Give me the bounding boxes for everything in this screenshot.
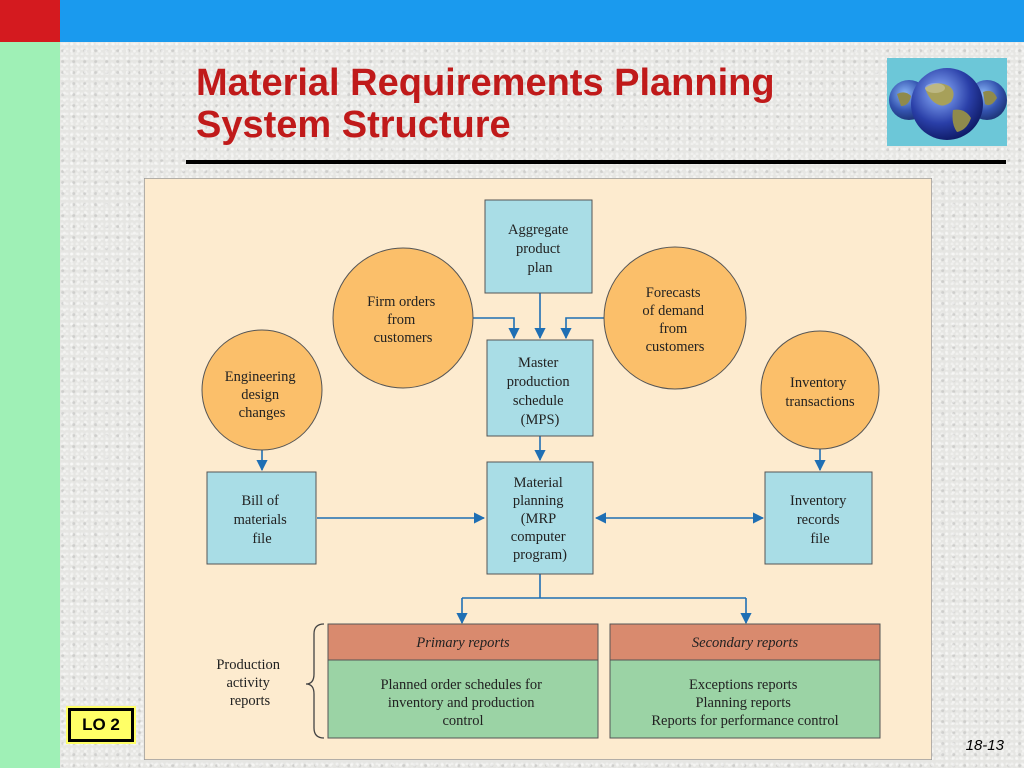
connector-lines — [256, 293, 826, 625]
slide-title-line-2: System Structure — [196, 104, 511, 146]
mrp-program-box: Material planning (MRP computer program) — [486, 461, 594, 575]
slide-title-line-1: Material Requirements Planning — [196, 62, 775, 104]
inventory-transactions-circle: Inventory transactions — [760, 330, 880, 450]
mps-box: Master production schedule (MPS) — [486, 339, 594, 437]
svg-text:Exceptions reports Plann: Exceptions reports Planning reports Repo… — [651, 677, 838, 729]
corner-square — [0, 0, 60, 42]
globe-icon — [887, 58, 1007, 146]
svg-text:Primary reports: Primary reports — [415, 635, 510, 651]
mrp-diagram: Aggregate product plan Firm orders from … — [144, 178, 932, 760]
secondary-reports-box: Secondary reports Exceptions reports Pla… — [609, 623, 881, 739]
slide-title: Material Requirements Planning System St… — [196, 62, 876, 146]
svg-text:Production activity: Production activity reports — [216, 657, 283, 709]
svg-text:Inventory records: Inventory records file — [790, 493, 850, 547]
svg-text:Bill of materials: Bill of materials file — [234, 493, 291, 547]
primary-reports-box: Primary reports Planned order schedules … — [327, 623, 599, 739]
inventory-records-box: Inventory records file — [764, 471, 873, 565]
bill-of-materials-box: Bill of materials file — [206, 471, 317, 565]
forecasts-circle: Forecasts of demand from customers — [603, 246, 747, 390]
aggregate-plan-box: Aggregate product plan — [484, 199, 593, 294]
svg-text:Planned order schedules for: Planned order schedules for inventory an… — [380, 677, 545, 729]
arrow-firm-orders-to-mps — [459, 317, 520, 340]
page-number: 18-13 — [965, 737, 1004, 754]
svg-text:Firm orders from c: Firm orders from customers — [367, 294, 439, 346]
top-bar — [0, 0, 1024, 42]
engineering-changes-circle: Engineering design changes — [201, 329, 323, 451]
svg-text:Aggregate product: Aggregate product plan — [508, 222, 572, 276]
title-underline — [186, 160, 1006, 164]
learning-objective-badge: LO 2 — [66, 706, 136, 744]
svg-text:Material planning: Material planning (MRP computer program) — [511, 475, 569, 563]
svg-text:Inventory transactions: Inventory transactions — [785, 375, 855, 410]
arrow-forecasts-to-mps — [560, 317, 604, 340]
left-sidebar-bar — [0, 42, 60, 768]
production-activity-label: Production activity reports — [216, 657, 283, 709]
svg-text:Engineering design: Engineering design changes — [225, 369, 300, 421]
svg-text:Secondary reports: Secondary reports — [692, 635, 799, 651]
firm-orders-circle: Firm orders from customers — [332, 247, 474, 389]
reports-brace — [305, 623, 325, 739]
svg-text:Master production: Master production schedule (MPS) — [507, 355, 573, 428]
svg-text:Forecasts of demand: Forecasts of demand from customers — [642, 285, 707, 355]
